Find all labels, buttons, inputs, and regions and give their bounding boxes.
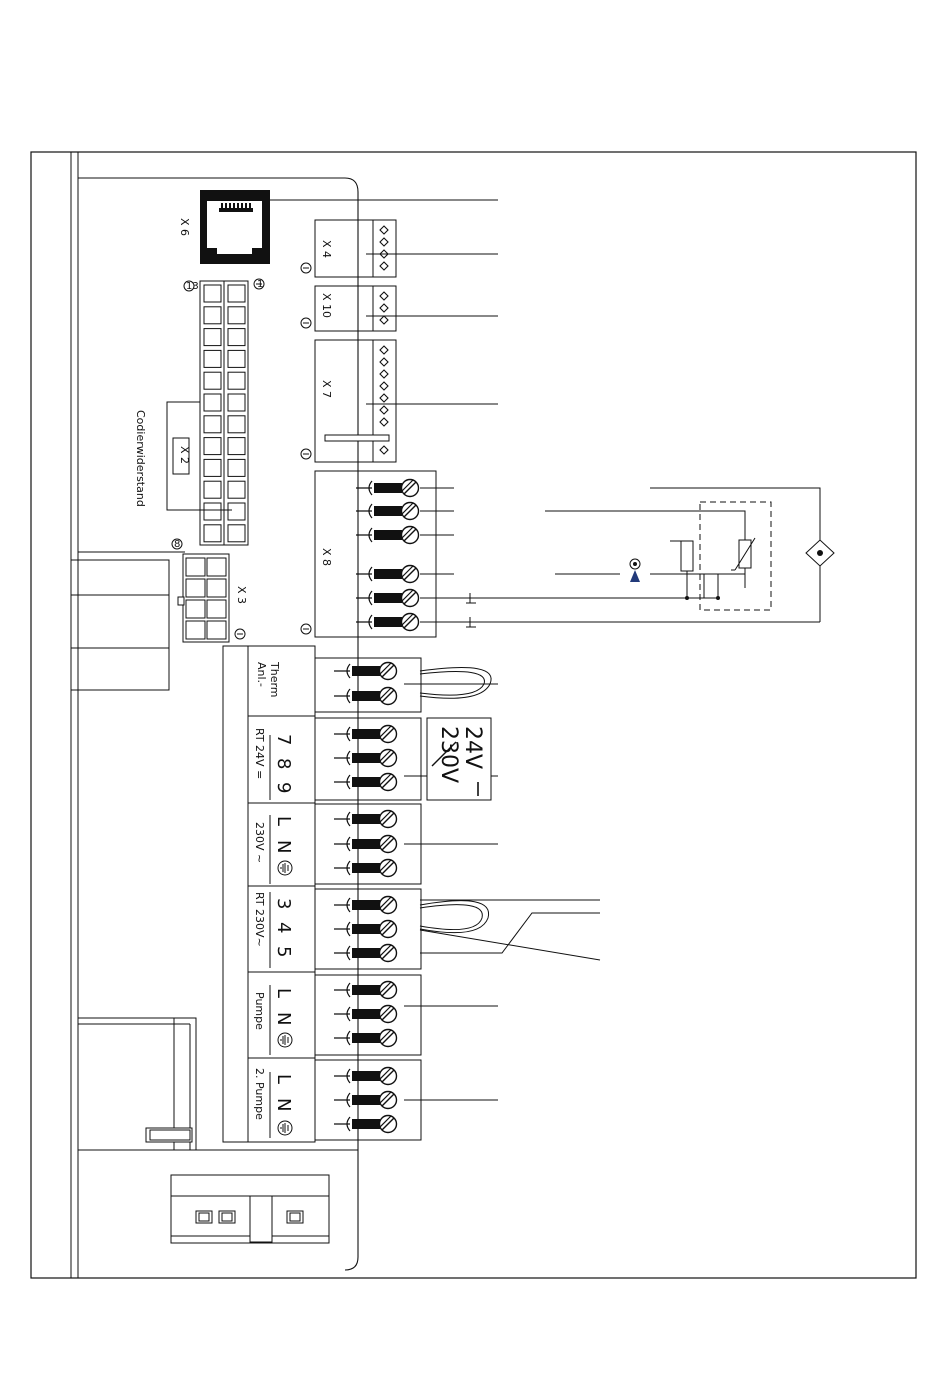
x2-cell xyxy=(228,329,245,346)
x2-cell xyxy=(228,503,245,520)
x2-cell xyxy=(204,285,221,302)
x10-label: X 10 xyxy=(320,293,333,318)
x2-cell xyxy=(228,350,245,367)
pumpe-earth-icon xyxy=(278,1033,292,1047)
x2-cell xyxy=(204,307,221,324)
x8-label: X 8 xyxy=(320,548,333,566)
mains-earth-icon xyxy=(278,861,292,875)
x7-connector: X 7 xyxy=(301,340,396,462)
mains-terminal-block xyxy=(315,804,498,884)
rt230-num-5: 5 xyxy=(273,946,294,957)
pumpe2-label: 2. Pumpe xyxy=(253,1068,266,1120)
x2-cell xyxy=(204,372,221,389)
x2-cell xyxy=(228,394,245,411)
x2-pin13: 13 xyxy=(186,281,199,292)
x3-label: X 3 xyxy=(235,586,248,604)
outer-frame xyxy=(31,152,916,1278)
board-outline xyxy=(78,178,358,1270)
pumpe2-letter-n: N xyxy=(273,1098,294,1111)
x6-label: X 6 xyxy=(178,218,191,236)
x2-cell xyxy=(204,329,221,346)
x2-cell xyxy=(204,503,221,520)
pumpe-label-group: L N Pumpe xyxy=(253,988,294,1047)
anl-therm-label-2: Therm xyxy=(268,661,281,698)
x2-cell xyxy=(204,481,221,498)
anl-therm-label-1: Anl.- xyxy=(255,662,268,687)
x3-pin8: 8 xyxy=(174,539,180,550)
rt24v-label-group: 7 8 9 RT 24V = xyxy=(253,728,294,793)
mains-label-group: L N 230V ~ xyxy=(253,816,294,875)
pumpe-terminal-block xyxy=(315,975,498,1055)
x8-wiring xyxy=(420,488,834,627)
x2-cell xyxy=(204,416,221,433)
x2-cell xyxy=(228,438,245,455)
x2-cell xyxy=(204,394,221,411)
pin-one-labels: 1 xyxy=(257,279,263,290)
x2-cell xyxy=(204,525,221,542)
pumpe-letter-l: L xyxy=(273,988,294,998)
pumpe2-earth-icon xyxy=(278,1121,292,1135)
x2-cell xyxy=(228,525,245,542)
rt230v-terminal-block xyxy=(315,889,600,969)
x4-label: X 4 xyxy=(320,240,333,258)
pumpe-letter-n: N xyxy=(273,1012,294,1025)
left-bracket xyxy=(71,560,169,690)
x2-cell xyxy=(228,307,245,324)
mains-letter-l: L xyxy=(273,816,294,826)
rt24-num-8: 8 xyxy=(273,758,294,769)
x2-cell xyxy=(228,459,245,476)
x10-connector: X 10 xyxy=(301,286,396,331)
rt230v-label: RT 230V~ xyxy=(253,892,266,947)
x2-cell xyxy=(204,438,221,455)
rt24v-label: RT 24V = xyxy=(253,728,266,779)
x2-cell xyxy=(228,285,245,302)
mains-230v-label: 230V ~ xyxy=(253,822,266,863)
rt24v-terminal-block: 24V 230V xyxy=(315,718,498,800)
x2-cell xyxy=(228,416,245,433)
terminal-strip-frame xyxy=(223,646,315,1142)
earth-symbol-dot xyxy=(685,550,823,600)
rt24-num-9: 9 xyxy=(273,782,294,793)
thermostat-sensor-icon xyxy=(630,559,640,582)
mains-letter-n: N xyxy=(273,840,294,853)
x7-label: X 7 xyxy=(320,380,333,398)
x2-cell xyxy=(228,372,245,389)
pumpe-label: Pumpe xyxy=(253,992,266,1030)
svg-text:1: 1 xyxy=(257,279,263,290)
codierwiderstand-label: Codierwiderstand xyxy=(134,410,147,507)
x2-label: X 2 xyxy=(178,446,191,464)
x8-connector: X 8 xyxy=(301,471,436,637)
voltage-230v-label: 230V xyxy=(436,726,461,783)
x2-cell xyxy=(204,350,221,367)
x2-cell xyxy=(204,459,221,476)
rt230v-label-group: 3 4 5 RT 230V~ xyxy=(253,892,294,957)
rt24-num-7: 7 xyxy=(273,734,294,745)
x6-jack: X 6 xyxy=(178,190,270,264)
voltage-24v-label: 24V xyxy=(460,726,485,769)
left-lower-bracket xyxy=(78,1018,196,1150)
pumpe2-label-group: L N 2. Pumpe xyxy=(253,1068,294,1135)
x2-connector: 13 X 2 Codierwiderstand xyxy=(134,279,264,545)
x2-cell xyxy=(228,481,245,498)
x4-connector: X 4 xyxy=(301,220,396,277)
x3-connector: 8 X 3 xyxy=(172,539,248,642)
rt230-num-4: 4 xyxy=(273,922,294,933)
pumpe2-terminal-block xyxy=(315,1060,498,1140)
anl-therm-terminal-block xyxy=(315,658,498,712)
dip-switch-block xyxy=(171,1175,329,1243)
pumpe2-letter-l: L xyxy=(273,1074,294,1084)
rt230-num-3: 3 xyxy=(273,898,294,909)
